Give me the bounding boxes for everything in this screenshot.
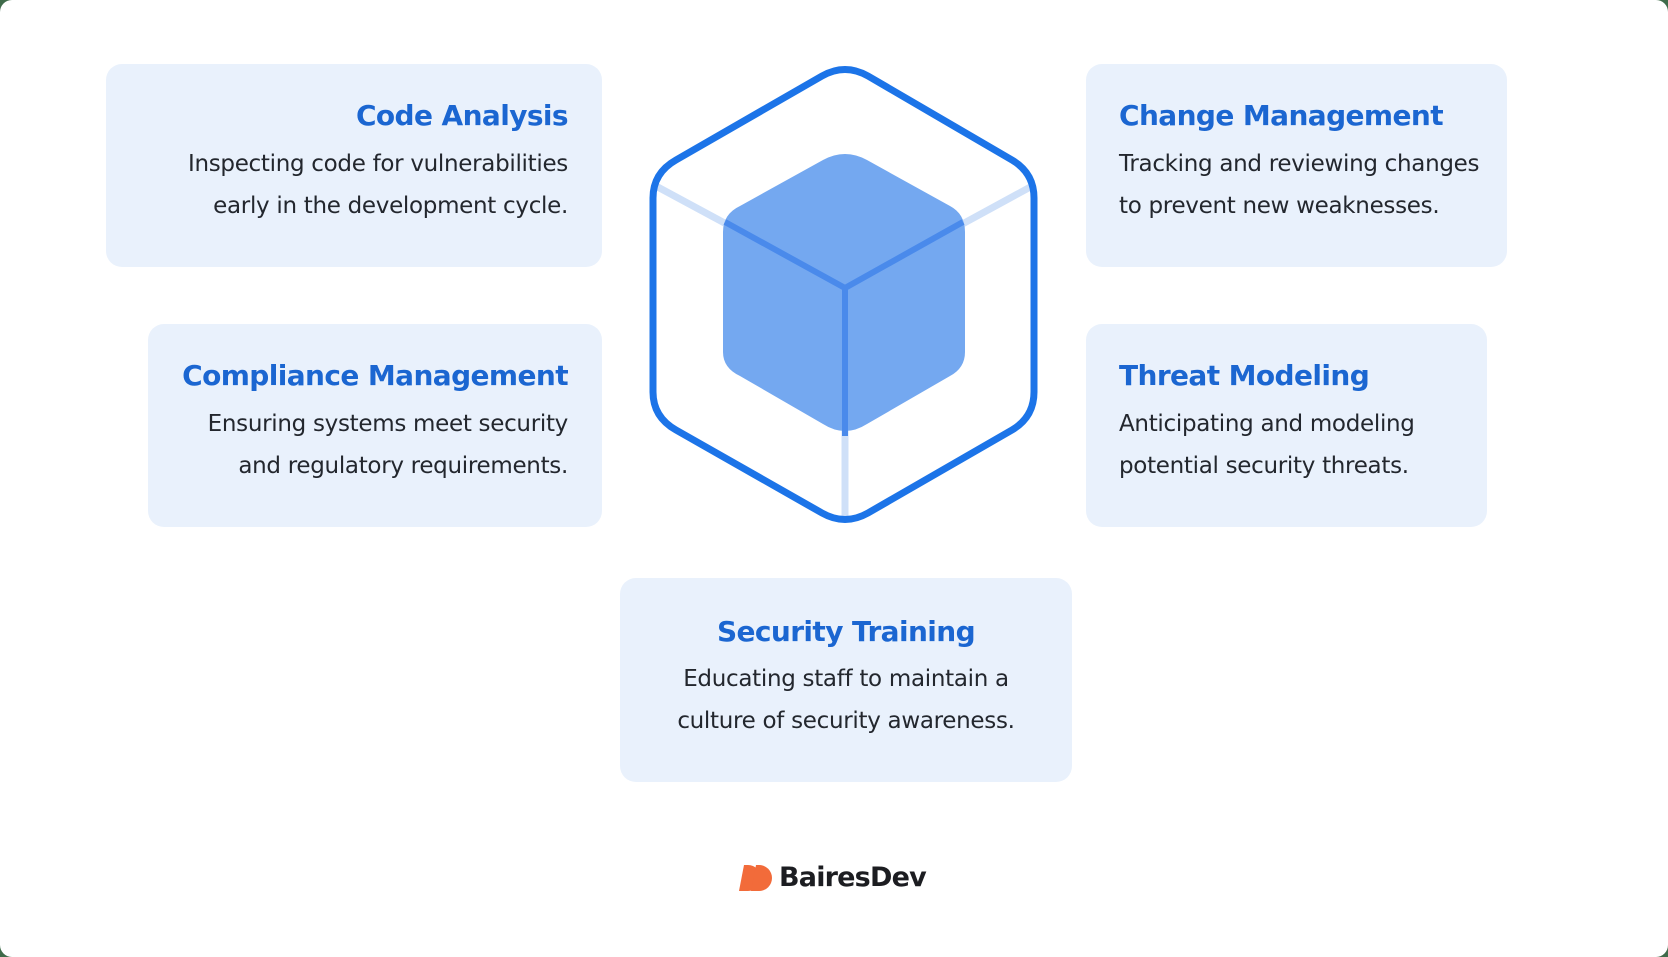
card-description-line: and regulatory requirements. [238,453,568,479]
card-description: Ensuring systems meet security and regul… [207,403,569,487]
bairesdev-logo-icon [739,865,772,891]
card-description-line: culture of security awareness. [677,708,1015,734]
card-description-line: early in the development cycle. [213,193,568,219]
hexagon-outline [649,66,1038,523]
hexagon-cube-icon [649,66,1038,523]
card-threat-modeling: Threat Modeling Anticipating and modelin… [1086,324,1487,527]
card-title: Compliance Management [182,359,568,392]
card-change-management: Change Management Tracking and reviewing… [1086,64,1507,267]
bairesdev-logo: BairesDev [738,860,927,896]
card-title: Threat Modeling [1119,359,1370,392]
brand-name: BairesDev [779,862,927,893]
card-code-analysis: Code Analysis Inspecting code for vulner… [106,64,602,267]
card-description-line: Educating staff to maintain a [683,666,1009,692]
card-title: Code Analysis [355,99,569,132]
card-security-training: Security Training Educating staff to mai… [620,578,1072,782]
card-description: Educating staff to maintain a culture of… [620,658,1072,742]
card-compliance-management: Compliance Management Ensuring systems m… [148,324,602,527]
card-description-line: Tracking and reviewing changes [1119,151,1480,177]
card-title: Security Training [716,615,976,648]
card-description-line: Ensuring systems meet security [207,411,569,437]
card-description: Inspecting code for vulnerabilities earl… [188,143,568,227]
card-description-line: potential security threats. [1119,453,1409,479]
card-description-line: Anticipating and modeling [1119,411,1415,437]
card-description-line: to prevent new weaknesses. [1119,193,1440,219]
card-description: Anticipating and modeling potential secu… [1119,403,1415,487]
card-description: Tracking and reviewing changes to preven… [1119,143,1480,227]
cube-edges [723,219,965,436]
card-title: Change Management [1119,99,1444,132]
card-description-line: Inspecting code for vulnerabilities [187,151,568,177]
